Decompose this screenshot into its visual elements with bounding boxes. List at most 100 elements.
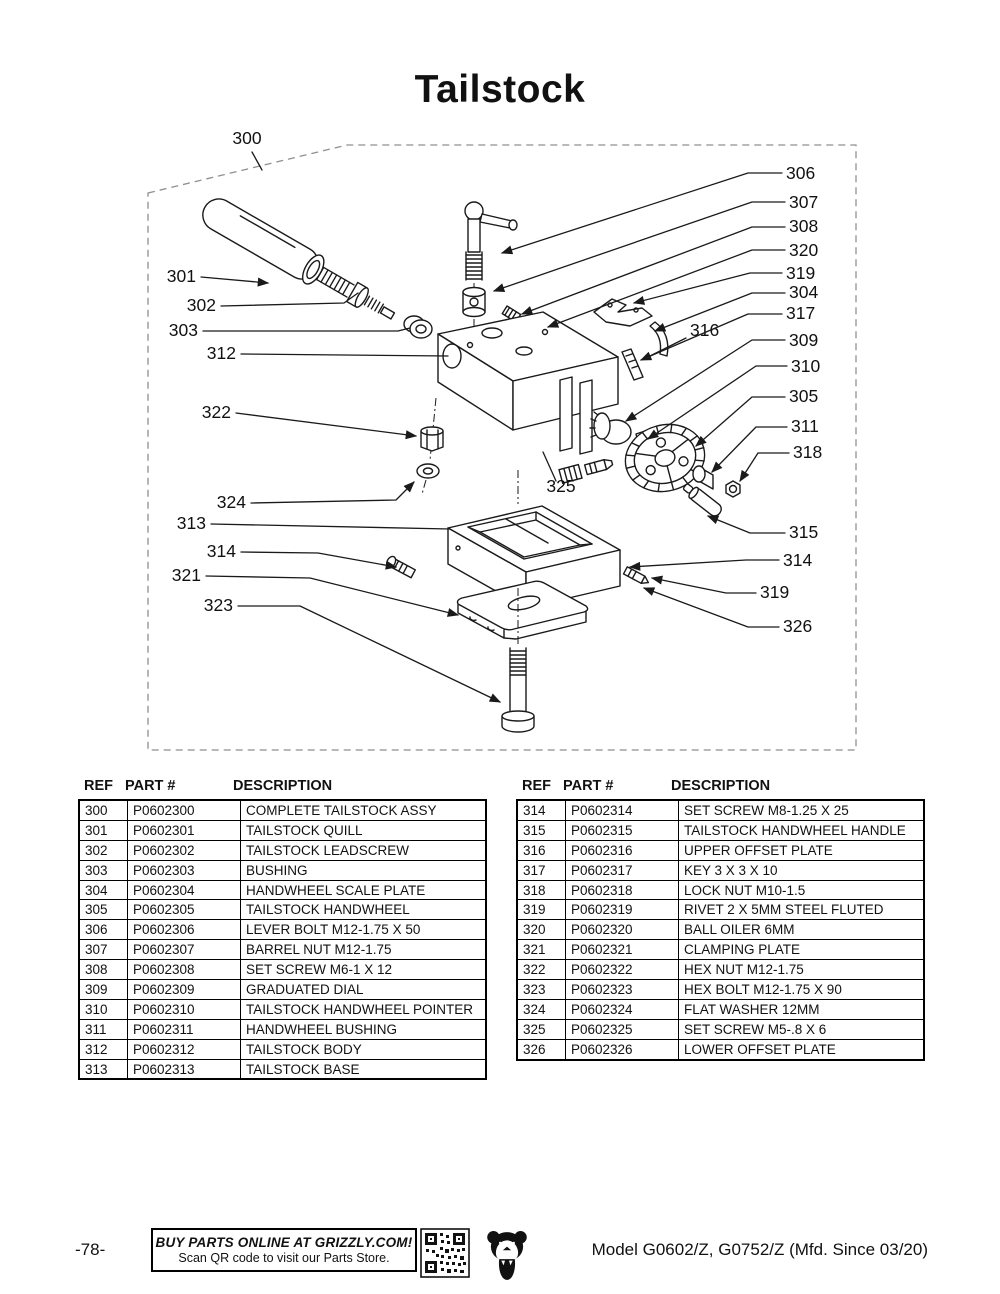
part-number-cell: P0602317 xyxy=(565,859,679,881)
part-number-cell: P0602323 xyxy=(565,979,679,1000)
table-header: REF PART # DESCRIPTION xyxy=(516,778,925,799)
description-cell: LEVER BOLT M12-1.75 X 50 xyxy=(240,919,487,941)
description-cell: TAILSTOCK HANDWHEEL HANDLE xyxy=(678,819,925,841)
callout-label-302: 302 xyxy=(187,295,216,315)
col-header-description: DESCRIPTION xyxy=(233,778,333,794)
callout-label-319: 319 xyxy=(760,582,789,602)
col-header-description: DESCRIPTION xyxy=(671,778,771,794)
hex-nut-washer-drawing xyxy=(416,397,444,495)
leader-line-300 xyxy=(251,151,263,171)
ref-cell: 318 xyxy=(516,879,566,901)
description-cell: TAILSTOCK HANDWHEEL POINTER xyxy=(240,998,487,1020)
callout-label-305: 305 xyxy=(789,386,818,406)
description-cell: GRADUATED DIAL xyxy=(240,979,487,1000)
quill-and-leadscrew-drawing xyxy=(202,198,433,339)
ref-cell: 306 xyxy=(78,919,128,941)
quill-set-screw-spring-drawing xyxy=(558,459,614,484)
description-cell: SET SCREW M8-1.25 X 25 xyxy=(678,799,925,821)
callout-label-311: 311 xyxy=(791,416,819,436)
callout-label-301: 301 xyxy=(167,266,196,286)
offset-plate-key-scale-drawing xyxy=(593,298,669,381)
col-header-part: PART # xyxy=(563,778,614,794)
part-number-cell: P0602311 xyxy=(127,1018,241,1040)
part-number-cell: P0602313 xyxy=(127,1058,241,1080)
ref-cell: 322 xyxy=(516,959,566,981)
barrel-nut-drawing xyxy=(462,286,486,332)
description-cell: LOWER OFFSET PLATE xyxy=(678,1038,925,1061)
table-header: REF PART # DESCRIPTION xyxy=(78,778,487,799)
callout-label-318: 318 xyxy=(793,442,822,462)
leader-line-313 xyxy=(210,523,451,530)
leader-line-314 xyxy=(240,551,398,570)
callout-label-312: 312 xyxy=(207,343,236,363)
description-cell: RIVET 2 X 5MM STEEL FLUTED xyxy=(678,899,925,921)
promo-headline: BUY PARTS ONLINE AT GRIZZLY.COM! xyxy=(155,1235,413,1250)
description-cell: HEX NUT M12-1.75 xyxy=(678,959,925,981)
part-number-cell: P0602322 xyxy=(565,959,679,981)
ref-cell: 301 xyxy=(78,819,128,841)
leader-line-308 xyxy=(520,226,786,315)
buy-parts-promo-box: BUY PARTS ONLINE AT GRIZZLY.COM! Scan QR… xyxy=(151,1228,417,1272)
callout-label-314: 314 xyxy=(783,550,812,570)
grizzly-bear-logo-icon xyxy=(487,1231,527,1280)
ref-cell: 312 xyxy=(78,1038,128,1060)
description-cell: TAILSTOCK QUILL xyxy=(240,819,487,841)
lever-bolt-drawing xyxy=(464,201,518,300)
ref-cell: 314 xyxy=(516,799,566,821)
leader-line-309 xyxy=(625,339,786,422)
ref-cell: 319 xyxy=(516,899,566,921)
description-cell: TAILSTOCK BASE xyxy=(240,1058,487,1080)
leader-line-302 xyxy=(220,292,359,307)
leader-line-303 xyxy=(202,327,411,332)
callout-label-304: 304 xyxy=(789,282,818,302)
leader-line-318 xyxy=(739,452,790,482)
bushing-nut-handle-drawing xyxy=(682,465,741,517)
part-number-cell: P0602315 xyxy=(565,819,679,841)
ref-cell: 323 xyxy=(516,979,566,1000)
part-number-cell: P0602326 xyxy=(565,1038,679,1061)
description-cell: HANDWHEEL BUSHING xyxy=(240,1018,487,1040)
leader-line-322 xyxy=(235,412,418,440)
part-number-cell: P0602312 xyxy=(127,1038,241,1060)
ref-cell: 316 xyxy=(516,839,566,861)
leader-line-321 xyxy=(205,575,460,617)
leader-line-317 xyxy=(639,313,783,361)
tailstock-body-drawing xyxy=(437,311,619,455)
promo-subline: Scan QR code to visit our Parts Store. xyxy=(178,1251,390,1265)
callout-label-314: 314 xyxy=(207,541,236,561)
page-number: -78- xyxy=(75,1240,106,1259)
description-cell: COMPLETE TAILSTOCK ASSY xyxy=(240,799,487,821)
ref-cell: 315 xyxy=(516,819,566,841)
callout-label-300: 300 xyxy=(232,128,261,148)
assembly-boundary xyxy=(147,144,857,751)
callout-label-307: 307 xyxy=(789,192,818,212)
callout-label-309: 309 xyxy=(789,330,818,350)
description-cell: HEX BOLT M12-1.75 X 90 xyxy=(678,979,925,1000)
callout-layer: 3003013023033123223243133143213233253163… xyxy=(167,128,822,703)
ref-cell: 307 xyxy=(78,939,128,961)
callout-label-317: 317 xyxy=(786,303,815,323)
part-number-cell: P0602316 xyxy=(565,839,679,861)
part-number-cell: P0602320 xyxy=(565,919,679,941)
callout-label-315: 315 xyxy=(789,522,818,542)
leader-line-305 xyxy=(695,396,786,447)
description-cell: BARREL NUT M12-1.75 xyxy=(240,939,487,961)
part-number-cell: P0602319 xyxy=(565,899,679,921)
callout-label-326: 326 xyxy=(783,616,812,636)
part-number-cell: P0602306 xyxy=(127,919,241,941)
leader-line-320 xyxy=(546,249,786,328)
